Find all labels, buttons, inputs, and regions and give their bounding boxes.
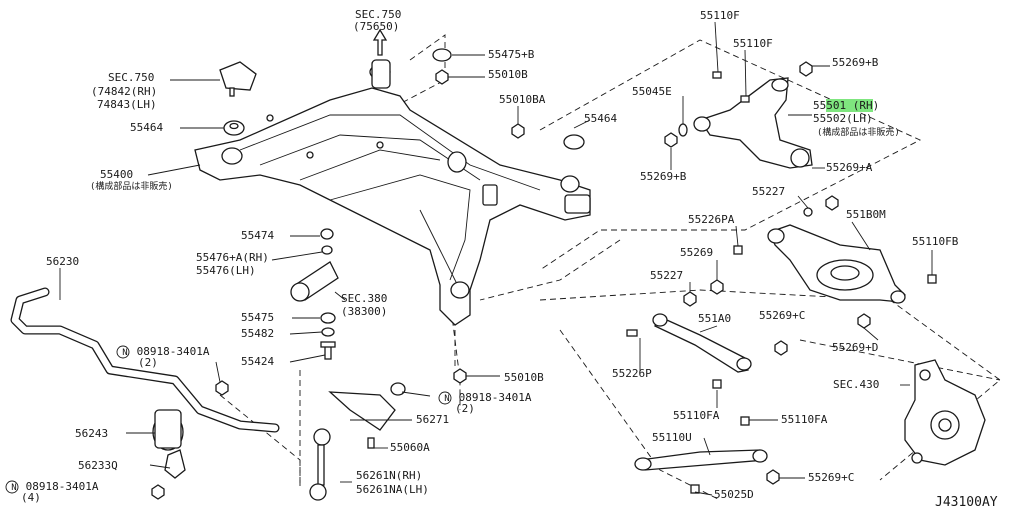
nut-55269b-low <box>664 132 678 148</box>
label-56261na: 56261NA(LH) <box>356 483 429 496</box>
stab-link-56261n <box>309 382 406 501</box>
label-55501-suffix: ) <box>872 99 880 112</box>
label-n08918-c: N 08918-3401A <box>9 481 98 494</box>
label-55464-a: 55464 <box>130 121 164 134</box>
bolt-55110fa-a <box>712 379 722 389</box>
label-55476a: 55476+A(RH) <box>196 251 269 264</box>
label-74843: 74843(LH) <box>97 98 157 111</box>
label-08918-c-text: 08918-3401A <box>25 480 99 493</box>
mount-bracket-74842 <box>219 61 257 136</box>
label-56233q: 56233Q <box>78 459 118 472</box>
label-55269d: 55269+D <box>832 341 879 354</box>
n-circle-icon <box>5 480 19 494</box>
label-sec750-top-sub: (75650) <box>353 20 400 33</box>
label-qty-c: (4) <box>21 491 41 504</box>
n-symbol-c: N <box>11 483 17 493</box>
label-55110f-b: 55110F <box>733 37 773 50</box>
knuckle-sec430 <box>904 359 986 466</box>
label-55045e: 55045E <box>632 85 672 98</box>
label-sec430: SEC.430 <box>833 378 880 391</box>
bushing-55464-right <box>563 134 585 150</box>
label-56271: 56271 <box>416 413 450 426</box>
label-55010b-a: 55010B <box>488 68 528 81</box>
nut-55269d <box>857 313 871 329</box>
bolt-55025d <box>690 484 700 494</box>
label-qty-a: (2) <box>138 356 158 369</box>
label-55269c-a: 55269+C <box>759 309 806 322</box>
label-56261n: 56261N(RH) <box>356 469 423 482</box>
leader-lines <box>59 21 933 496</box>
n-symbol-a: N <box>122 348 128 358</box>
label-sec380: SEC.380 <box>341 292 388 305</box>
bolt-55226p <box>626 329 638 337</box>
label-55269a: 55269+A <box>826 161 873 174</box>
link-55110u <box>634 449 780 485</box>
bushing-55475 <box>432 48 452 62</box>
label-55010b-b: 55010B <box>504 371 544 384</box>
label-n08918-b: N 08918-3401A <box>442 392 531 405</box>
label-08918-a-text: 08918-3401A <box>136 345 210 358</box>
label-56243: 56243 <box>75 427 109 440</box>
n-symbol-b: N <box>444 394 450 404</box>
nut-55010ba <box>511 123 525 139</box>
link-551a0 <box>652 279 788 373</box>
label-55269c-b: 55269+C <box>808 471 855 484</box>
n-markers <box>5 345 452 494</box>
label-55227-a: 55227 <box>752 185 786 198</box>
label-55226pa: 55226PA <box>688 213 735 226</box>
subframe-55400 <box>194 59 591 326</box>
washer-55045e <box>678 123 688 137</box>
label-55501: 55501 (RH) <box>813 99 880 112</box>
label-55474: 55474 <box>241 229 275 242</box>
label-55010ba: 55010BA <box>499 93 546 106</box>
diagram-id: J43100AY <box>935 495 998 510</box>
label-sec750-left: SEC.750 <box>108 71 155 84</box>
label-sec380-sub: (38300) <box>341 305 388 318</box>
label-55400: 55400 <box>100 168 134 181</box>
label-55226p: 55226P <box>612 367 652 380</box>
label-08918-b-text: 08918-3401A <box>458 391 532 404</box>
label-note-upper: (構成部品は非販売) <box>817 128 900 138</box>
label-55269: 55269 <box>680 246 714 259</box>
bolt-55110fb <box>927 274 937 284</box>
label-55110fa-b: 55110FA <box>781 413 828 426</box>
bolt-55226pa <box>733 245 743 255</box>
stabilizer-bar-56230 <box>10 287 280 500</box>
label-56230: 56230 <box>46 255 80 268</box>
bolt-55110fa-b <box>740 416 750 426</box>
label-55269b-a: 55269+B <box>832 56 879 69</box>
label-n08918-a: N 08918-3401A <box>120 346 209 359</box>
label-55482: 55482 <box>241 327 275 340</box>
label-note-55400: (構成部品は非販売) <box>90 182 173 192</box>
label-55227-b: 55227 <box>650 269 684 282</box>
arrow-up-icon <box>372 28 388 56</box>
label-55464-b: 55464 <box>584 112 618 125</box>
nut-55010b-top <box>435 69 449 85</box>
label-55025d: 55025D <box>714 488 754 501</box>
label-55110fb: 55110FB <box>912 235 959 248</box>
label-551b0m: 551B0M <box>846 208 886 221</box>
label-qty-b: (2) <box>455 402 475 415</box>
n-circle-icon <box>438 391 452 405</box>
upper-arm-55501 <box>693 61 813 169</box>
label-551a0: 551A0 <box>698 312 732 325</box>
label-sec750-top: SEC.750 <box>355 8 402 21</box>
label-55060a: 55060A <box>390 441 430 454</box>
label-55110f-a: 55110F <box>700 9 740 22</box>
label-55424: 55424 <box>241 355 275 368</box>
n-circle-icon <box>116 345 130 359</box>
label-55475b: 55475+B <box>488 48 535 61</box>
label-55475: 55475 <box>241 311 275 324</box>
label-55501-highlight: 501 (RH <box>826 99 873 112</box>
label-55110u: 55110U <box>652 431 692 444</box>
label-55501-prefix: 55 <box>813 99 827 112</box>
label-55269b-b: 55269+B <box>640 170 687 183</box>
label-55476: 55476(LH) <box>196 264 256 277</box>
label-55502: 55502(LH) <box>813 112 873 125</box>
label-74842: (74842(RH) <box>91 85 158 98</box>
label-55110fa-a: 55110FA <box>673 409 720 422</box>
diff-mount-parts <box>290 228 467 384</box>
